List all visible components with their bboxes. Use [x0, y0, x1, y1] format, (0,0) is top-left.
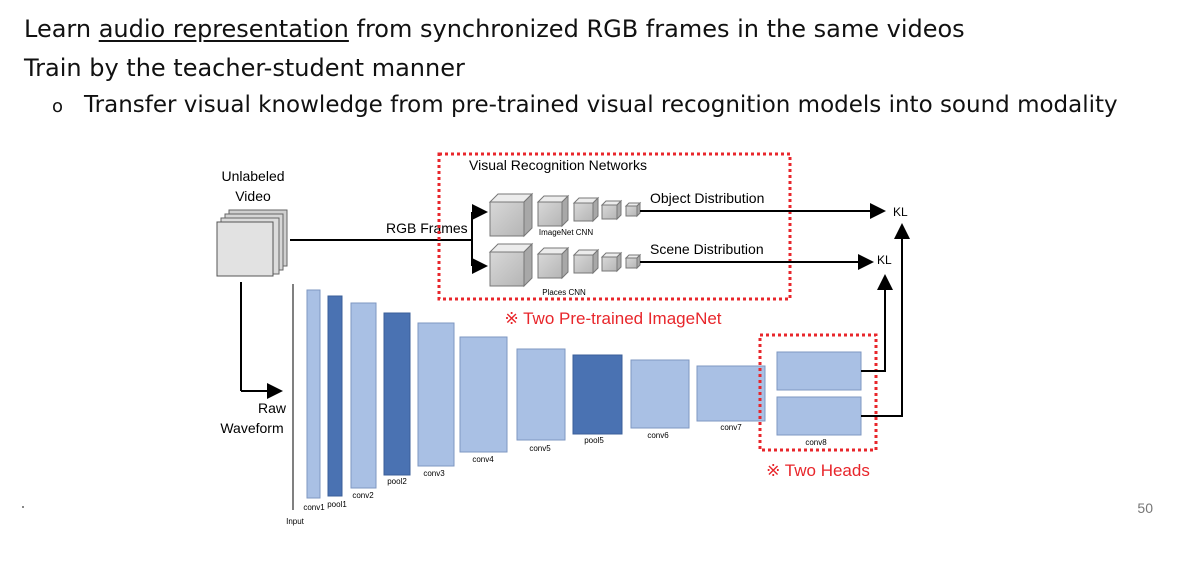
layer-label-pool1: pool1 [327, 500, 347, 509]
video-label: Video [235, 188, 271, 204]
layer-label-conv4: conv4 [472, 455, 494, 464]
layer-label-input: Input [286, 517, 305, 526]
object-head-to-kl-arrow [861, 223, 910, 417]
layer-label-conv8: conv8 [805, 438, 827, 447]
page-number: 50 [1137, 500, 1153, 516]
layer-conv6 [630, 359, 690, 429]
places-cnn-label: Places CNN [542, 288, 586, 297]
scene-head-to-kl-arrow [861, 274, 893, 372]
object-distribution-label: Object Distribution [650, 190, 764, 206]
bullet1-underlined: audio representation [98, 15, 349, 43]
layer-conv7 [696, 365, 766, 422]
bullet-train-teacher-student: Train by the teacher-student manner [24, 54, 465, 82]
rgb-frames-label: RGB Frames [386, 220, 468, 236]
layer-pool1 [327, 295, 343, 497]
layer-pool2 [383, 312, 411, 476]
layer-label-pool5: pool5 [584, 436, 604, 445]
layer-label-pool2: pool2 [387, 477, 407, 486]
layer-conv8-head-scene [776, 396, 862, 436]
two-heads-note: ※ Two Heads [766, 461, 870, 480]
layer-conv3 [417, 322, 455, 467]
layer-label-conv7: conv7 [720, 423, 742, 432]
two-heads-box [758, 333, 878, 452]
imagenet-cnn-label: ImageNet CNN [539, 228, 593, 237]
unlabeled-label: Unlabeled [221, 168, 284, 184]
stray-dot [22, 506, 24, 508]
kl-top-label: KL [893, 205, 908, 219]
sub-bullet-marker: o [52, 96, 64, 117]
visual-networks-title: Visual Recognition Networks [469, 157, 647, 173]
layer-label-conv6: conv6 [647, 431, 669, 440]
raw-label: Raw [258, 400, 287, 416]
layer-conv1 [306, 289, 321, 499]
layer-conv8-head-object [776, 351, 862, 391]
layer-label-conv5: conv5 [529, 444, 551, 453]
kl-bottom-label: KL [877, 253, 892, 267]
bullet1-suffix: from synchronized RGB frames in the same… [348, 15, 965, 43]
layer-conv2 [350, 302, 377, 489]
layer-pool5 [572, 354, 623, 435]
layer-conv5 [516, 348, 566, 441]
layer-label-conv3: conv3 [423, 469, 445, 478]
layer-label-conv1: conv1 [303, 503, 325, 512]
pretrained-note: ※ Two Pre-trained ImageNet [504, 309, 721, 328]
visual-networks-box [437, 152, 792, 301]
bullet1-prefix: Learn [24, 15, 99, 43]
video-frames-stack [216, 209, 288, 277]
sub-bullet-transfer: Transfer visual knowledge from pre-train… [84, 92, 1118, 118]
scene-distribution-label: Scene Distribution [650, 241, 764, 257]
layer-conv4 [459, 336, 508, 453]
places-cnn-cubes [488, 242, 642, 288]
imagenet-cnn-cubes [488, 192, 642, 238]
soundnet-layers [306, 289, 862, 499]
layer-label-conv2: conv2 [352, 491, 374, 500]
waveform-label: Waveform [220, 420, 283, 436]
bullet-learn-audio: Learn audio representation from synchron… [24, 14, 965, 44]
